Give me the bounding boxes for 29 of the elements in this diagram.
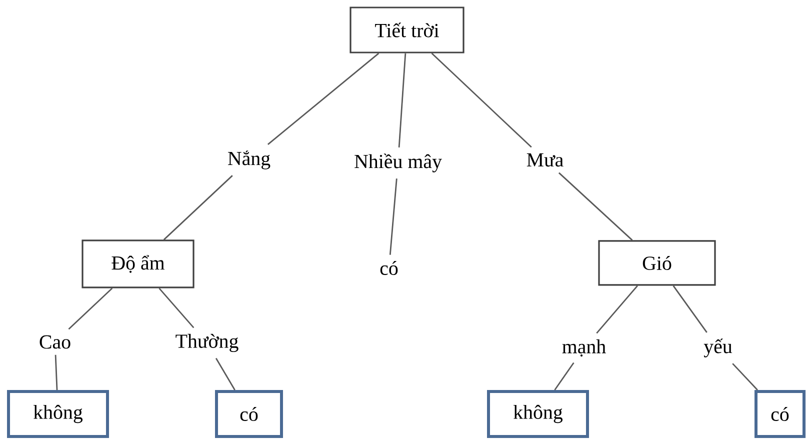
branch-label: mạnh [562, 339, 606, 357]
branch-line [398, 53, 406, 148]
branch-line [54, 354, 58, 390]
branch-label: Mưa [526, 153, 564, 167]
leaf-box: có [754, 390, 806, 438]
branch-line [389, 178, 398, 255]
branch-label: Cao [40, 335, 70, 349]
branch-label: Thường [176, 334, 238, 352]
branch-line [267, 52, 380, 145]
branch-line [215, 358, 236, 390]
branch-line [554, 362, 574, 390]
branch-label: Nhiều mây [354, 154, 442, 172]
branch-line [732, 363, 758, 390]
branch-label: Nắng [228, 150, 270, 170]
attribute-box: Tiết trời [350, 6, 464, 54]
branch-label: có [380, 260, 398, 275]
branch-line [158, 288, 194, 328]
branch-line [672, 285, 708, 333]
branch-line [431, 52, 532, 148]
leaf-box: không [487, 390, 589, 438]
branch-line [68, 288, 113, 330]
leaf-box: có [215, 390, 283, 438]
branch-label: yếu [704, 338, 732, 358]
branch-line [596, 285, 638, 334]
branch-line [558, 172, 633, 241]
leaf-box: không [7, 390, 109, 438]
attribute-box: Gió [598, 240, 716, 286]
attribute-box: Độ ẩm [82, 240, 194, 288]
branch-line [163, 175, 233, 240]
